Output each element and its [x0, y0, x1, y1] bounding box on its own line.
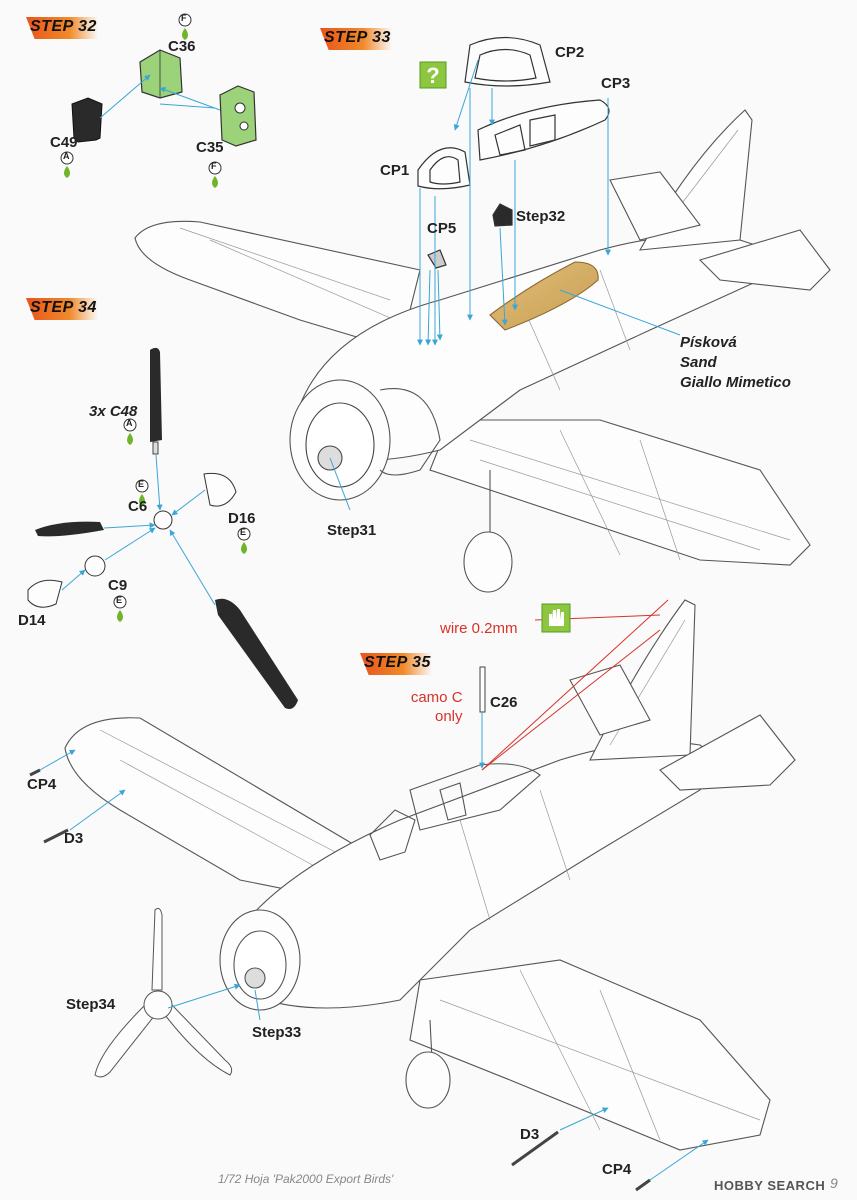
- footer-title: 1/72 Hoja 'Pak2000 Export Birds': [218, 1172, 394, 1186]
- label-step32-ref: Step32: [516, 208, 566, 225]
- step35-label: STEP 35: [364, 654, 431, 671]
- color-note-english: Sand: [680, 354, 717, 371]
- paint-code-c35: F: [211, 161, 217, 171]
- camo-note-line1: camo C: [410, 689, 463, 706]
- step32-label: STEP 32: [30, 18, 97, 35]
- step33-label: STEP 33: [324, 29, 391, 46]
- top-aircraft: [134, 109, 831, 593]
- step32-parts: [71, 49, 257, 147]
- paint-code-d16: E: [240, 527, 247, 537]
- camo-note-line2: only: [435, 708, 463, 725]
- part-c49-shape: [71, 97, 103, 143]
- paint-code-c36: F: [181, 13, 187, 23]
- label-c36: C36: [168, 38, 196, 55]
- bottom-aircraft: [64, 599, 796, 1151]
- paint-code-c6: E: [138, 479, 145, 489]
- part-c35-shape: [219, 85, 257, 147]
- label-cp1: CP1: [380, 162, 410, 179]
- label-c6: C6: [128, 498, 148, 515]
- label-c49: C49: [50, 134, 78, 151]
- paint-code-c9: E: [116, 595, 123, 605]
- hand-badge-icon: [541, 603, 571, 633]
- label-d3-top: D3: [64, 830, 84, 847]
- step34-flag: STEP 34: [26, 298, 106, 320]
- step33-flag: STEP 33: [320, 28, 400, 50]
- label-c48: 3x C48: [89, 403, 138, 420]
- step35-flag: STEP 35: [360, 653, 440, 675]
- sand-area: [489, 261, 599, 331]
- label-cp4-top: CP4: [27, 776, 57, 793]
- svg-text:?: ?: [426, 63, 439, 88]
- propeller-assembly: [27, 347, 298, 709]
- label-d3-bottom: D3: [520, 1126, 540, 1143]
- part-c36-shape: [139, 49, 183, 99]
- label-c26: C26: [490, 694, 518, 711]
- label-cp2: CP2: [555, 44, 585, 61]
- label-step31-ref: Step31: [327, 522, 377, 539]
- label-step33-ref: Step33: [252, 1024, 302, 1041]
- color-note-italian: Giallo Mimetico: [680, 374, 791, 391]
- step34-leaders: [61, 454, 216, 606]
- paint-code-c49: A: [63, 151, 70, 161]
- label-d16: D16: [228, 510, 256, 527]
- label-c9: C9: [108, 577, 128, 594]
- part-c26-shape: [479, 666, 486, 713]
- label-d14: D14: [18, 612, 46, 629]
- footer-page: 9: [830, 1175, 838, 1191]
- wire-note: wire 0.2mm: [440, 620, 518, 637]
- label-cp3: CP3: [601, 75, 631, 92]
- assembled-propeller: [94, 907, 233, 1078]
- step34-label: STEP 34: [30, 299, 97, 316]
- camo-note: camo C only: [403, 688, 463, 726]
- color-note-czech: Písková: [680, 334, 737, 351]
- question-badge-icon: ?: [419, 61, 447, 89]
- paint-code-c48: A: [126, 418, 133, 428]
- footer-brand: HOBBY SEARCH: [714, 1178, 826, 1193]
- step35-leaders: [39, 712, 709, 1181]
- small-parts: [29, 768, 651, 1192]
- canopy-parts: [417, 36, 610, 269]
- step32-flag: STEP 32: [26, 17, 106, 39]
- label-cp4-bottom: CP4: [602, 1161, 632, 1178]
- label-c35: C35: [196, 139, 224, 156]
- paint-drops: [60, 13, 251, 622]
- color-note: Písková Sand Giallo Mimetico: [680, 333, 791, 393]
- label-step34-ref: Step34: [66, 996, 116, 1013]
- label-cp5: CP5: [427, 220, 457, 237]
- step33-leaders: [329, 59, 681, 511]
